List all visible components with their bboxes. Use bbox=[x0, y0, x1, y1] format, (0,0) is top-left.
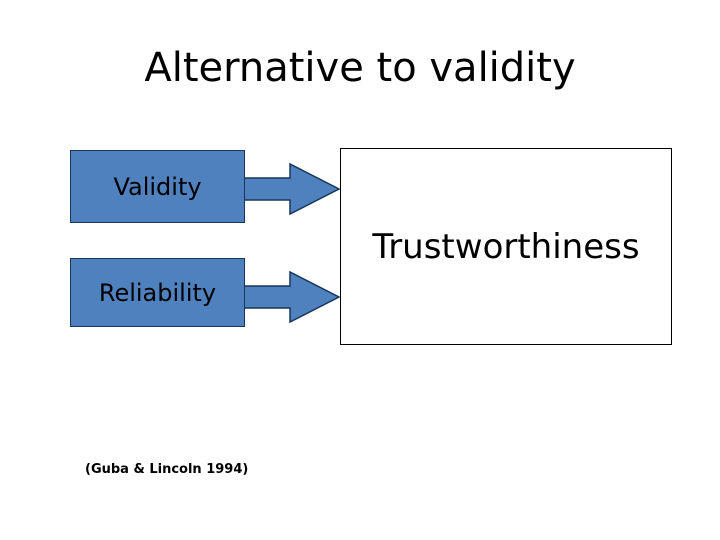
page-title: Alternative to validity bbox=[144, 45, 576, 91]
arrow-reliability-to-trustworthiness-icon bbox=[240, 268, 342, 326]
shape-trustworthiness-label: Trustworthiness bbox=[372, 226, 640, 267]
shape-validity-label: Validity bbox=[113, 172, 202, 201]
shape-validity[interactable]: Validity bbox=[70, 150, 245, 223]
shape-reliability[interactable]: Reliability bbox=[70, 258, 245, 327]
shape-trustworthiness[interactable]: Trustworthiness bbox=[340, 148, 672, 345]
arrow-validity-to-trustworthiness-icon bbox=[240, 160, 342, 218]
shape-reliability-label: Reliability bbox=[98, 278, 217, 307]
citation-text: (Guba & Lincoln 1994) bbox=[85, 462, 249, 477]
